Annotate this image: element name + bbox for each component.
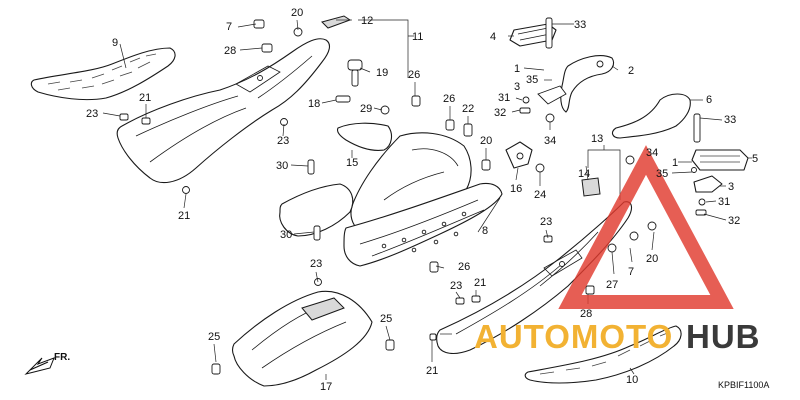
callout: 23 <box>277 135 289 147</box>
fasteners-misc <box>119 95 657 375</box>
callout: 15 <box>346 157 358 169</box>
callout: 31 <box>498 92 510 104</box>
callout: 30 <box>280 229 292 241</box>
callout: 20 <box>646 253 658 265</box>
callout: 33 <box>724 114 736 126</box>
callout: 4 <box>490 31 496 43</box>
center-cover <box>336 122 472 239</box>
bracket-16 <box>505 141 533 169</box>
callout: 32 <box>494 107 506 119</box>
callout: 35 <box>656 168 668 180</box>
front-label: FR. <box>54 352 70 363</box>
step-bar-lower <box>611 93 749 216</box>
callout: 33 <box>574 19 586 31</box>
callout: 19 <box>376 67 388 79</box>
floor-mat-left <box>30 47 176 101</box>
callout: 3 <box>514 81 520 93</box>
side-cover-right <box>436 177 633 355</box>
callout: 26 <box>408 69 420 81</box>
callout: 28 <box>224 45 236 57</box>
callout: 24 <box>534 189 546 201</box>
callout: 17 <box>320 381 332 393</box>
diagram-code: KPBIF1100A <box>718 380 769 390</box>
callout: 5 <box>752 153 758 165</box>
side-cover-left <box>116 38 331 184</box>
callout: 34 <box>544 135 556 147</box>
callout: 25 <box>208 331 220 343</box>
callout: 21 <box>139 92 151 104</box>
floor-panel <box>279 182 503 267</box>
callout: 7 <box>226 21 232 33</box>
callout: 23 <box>86 108 98 120</box>
callout: 9 <box>112 37 118 49</box>
callout: 20 <box>291 7 303 19</box>
callout: 14 <box>578 168 590 180</box>
callout: 1 <box>514 63 520 75</box>
watermark-text-hub: HUB <box>686 318 761 355</box>
callout: 23 <box>450 280 462 292</box>
callout: 21 <box>178 210 190 222</box>
watermark-triangle <box>558 145 734 309</box>
callout: 26 <box>458 261 470 273</box>
callout: 25 <box>380 313 392 325</box>
floor-mat-right <box>524 325 682 384</box>
callout: 34 <box>646 147 658 159</box>
callout: 1 <box>672 157 678 169</box>
floor-holes <box>381 211 467 253</box>
callout: 35 <box>526 74 538 86</box>
front-arrow: FR. <box>24 352 70 375</box>
callout: 3 <box>728 181 734 193</box>
callout: 31 <box>718 196 730 208</box>
leader-lines <box>102 19 752 380</box>
callout: 6 <box>706 94 712 106</box>
callout: 16 <box>510 183 522 195</box>
watermark: AUTOMOTO HUB <box>474 145 761 355</box>
callout: 23 <box>540 216 552 228</box>
fasteners-top <box>253 19 303 53</box>
key-cylinder <box>335 59 390 115</box>
callout: 7 <box>628 266 634 278</box>
callout: 21 <box>426 365 438 377</box>
callout: 13 <box>591 133 603 145</box>
step-bar-upper <box>509 17 615 123</box>
callout: 21 <box>474 277 486 289</box>
callout: 18 <box>308 98 320 110</box>
callout: 8 <box>482 225 488 237</box>
callout: 22 <box>462 103 474 115</box>
callout: 32 <box>728 215 740 227</box>
watermark-text-auto: AUTOMOTO <box>474 318 673 355</box>
callout: 11 <box>412 31 423 43</box>
callout: 2 <box>628 65 634 77</box>
callouts: 7 20 12 11 28 9 23 21 23 19 18 29 26 15 … <box>86 7 758 393</box>
callout: 29 <box>360 103 372 115</box>
under-cover <box>231 290 373 387</box>
callout: 27 <box>606 279 618 291</box>
callout: 10 <box>626 374 638 386</box>
callout: 12 <box>361 15 373 27</box>
callout: 28 <box>580 308 592 320</box>
callout: 20 <box>480 135 492 147</box>
callout: 23 <box>310 258 322 270</box>
trim-12 <box>321 15 352 29</box>
callout: 30 <box>276 160 288 172</box>
callout: 26 <box>443 93 455 105</box>
